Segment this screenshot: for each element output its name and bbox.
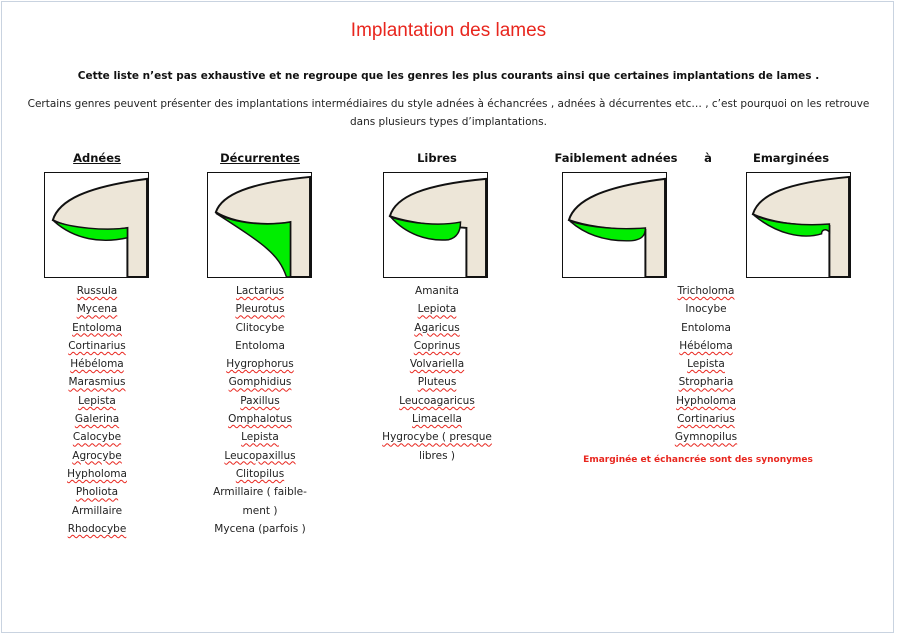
list-item: Cortinarius bbox=[68, 339, 126, 352]
list-item: Armillaire ( faible- bbox=[213, 486, 307, 499]
list-item: Mycena (parfois ) bbox=[214, 522, 306, 535]
diagram-adnees bbox=[44, 172, 149, 278]
list-item: Armillaire bbox=[71, 504, 123, 517]
list-item: Russula bbox=[76, 285, 118, 297]
list-item: Omphalotus bbox=[228, 413, 292, 426]
heading-arrow-a: à bbox=[704, 151, 712, 165]
list-item: Hygrophorus bbox=[226, 358, 294, 371]
list-item: Gymnopilus bbox=[674, 431, 738, 444]
list-adnees: Russula Mycena Entoloma Cortinarius Hébé… bbox=[67, 282, 127, 538]
list-item: Lepiota bbox=[417, 303, 457, 316]
list-item: Agrocybe bbox=[72, 449, 122, 462]
list-item: ment ) bbox=[242, 504, 278, 517]
list-item: Marasmius bbox=[68, 376, 126, 389]
list-item: Amanita bbox=[415, 285, 459, 297]
list-item: Paxillus bbox=[240, 394, 280, 407]
list-decurrentes: Lactarius Pleurotus Clitocybe Entoloma H… bbox=[213, 282, 307, 538]
list-item: Hébéloma bbox=[679, 339, 733, 352]
diagram-emarginees bbox=[746, 172, 851, 278]
list-item: Mycena bbox=[76, 303, 118, 316]
list-item: Hébéloma bbox=[70, 358, 124, 371]
list-item: Leucoagaricus bbox=[399, 394, 475, 407]
list-item: Entoloma bbox=[235, 339, 285, 352]
list-item: Tricholoma bbox=[677, 285, 735, 297]
list-item: Volvariella bbox=[409, 358, 465, 371]
gill-libres-illustration bbox=[388, 177, 487, 277]
list-item: Pluteus bbox=[417, 376, 457, 389]
gill-faiblement-adnees-illustration bbox=[567, 177, 666, 277]
diagram-libres bbox=[383, 172, 488, 278]
list-item: Lepista bbox=[687, 358, 725, 371]
list-item: Hypholoma bbox=[676, 394, 736, 407]
list-item: Limacella bbox=[412, 413, 462, 426]
list-item: Lepista bbox=[78, 394, 116, 407]
list-item: Clitopilus bbox=[235, 467, 285, 480]
list-item: libres ) bbox=[419, 449, 455, 462]
gill-emarginees-illustration bbox=[751, 175, 850, 277]
list-item: Galerina bbox=[74, 413, 120, 426]
list-libres: Amanita Lepiota Agaricus Coprinus Volvar… bbox=[382, 282, 492, 465]
subtitle: Cette liste n’est pas exhaustive et ne r… bbox=[77, 70, 820, 82]
heading-decurrentes: Décurrentes bbox=[220, 151, 300, 165]
synonym-note: Emarginée et échancrée sont des synonyme… bbox=[583, 455, 813, 465]
list-item: Pleurotus bbox=[235, 303, 285, 316]
list-item: Cortinarius bbox=[677, 413, 735, 426]
list-item: Lactarius bbox=[236, 285, 284, 297]
list-item: Hypholoma bbox=[67, 467, 127, 480]
list-item: Inocybe bbox=[685, 303, 727, 316]
heading-libres: Libres bbox=[417, 151, 457, 165]
gill-adnees-illustration bbox=[51, 177, 148, 277]
list-item: Hygrocybe ( presque bbox=[382, 431, 492, 444]
list-item: Gomphidius bbox=[228, 376, 292, 389]
diagram-decurrentes bbox=[207, 172, 312, 278]
intro-paragraph: Certains genres peuvent présenter des im… bbox=[27, 98, 870, 128]
list-item: Leucopaxillus bbox=[224, 449, 296, 462]
list-item: Rhodocybe bbox=[67, 522, 127, 535]
list-item: Coprinus bbox=[413, 339, 461, 352]
heading-adnees: Adnées bbox=[73, 151, 121, 165]
list-item: Stropharia bbox=[678, 376, 734, 389]
list-item: Agaricus bbox=[414, 321, 460, 334]
list-item: Pholiota bbox=[75, 486, 119, 499]
list-item: Entoloma bbox=[72, 321, 122, 334]
list-item: Calocybe bbox=[72, 431, 122, 444]
gill-decurrentes-illustration bbox=[214, 175, 311, 277]
heading-emarginees: Emarginées bbox=[752, 151, 830, 165]
diagram-faiblement-adnees bbox=[562, 172, 667, 278]
heading-faiblement-adnees: Faiblement adnées bbox=[554, 151, 678, 165]
list-item: Lepista bbox=[241, 431, 279, 444]
page-title: Implantation des lames bbox=[350, 20, 547, 41]
list-item: Entoloma bbox=[681, 321, 731, 334]
list-emarginees: Tricholoma Inocybe Entoloma Hébéloma Lep… bbox=[675, 282, 737, 447]
list-item: Clitocybe bbox=[235, 321, 285, 334]
